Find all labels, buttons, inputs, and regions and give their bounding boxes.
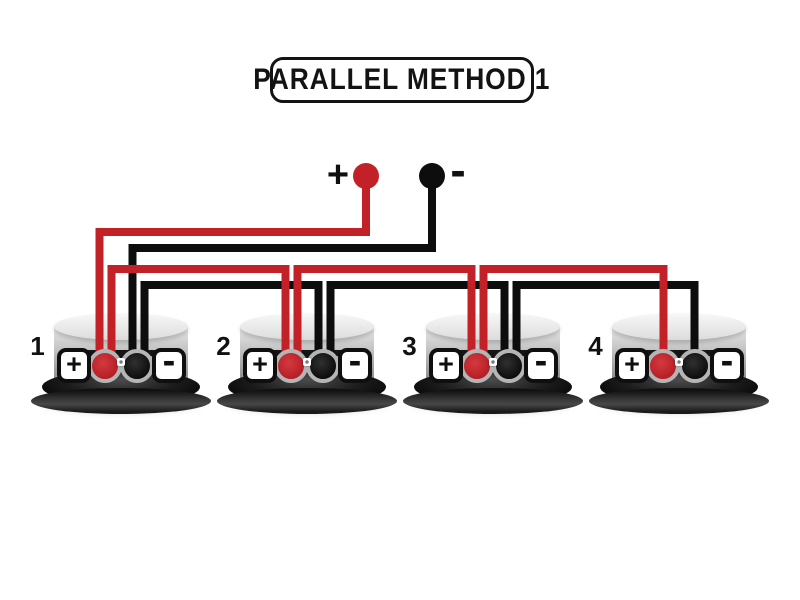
speaker-2-number: 2 — [216, 331, 231, 361]
speaker-3-number: 3 — [402, 331, 417, 361]
speaker-4-negative-terminal — [678, 349, 712, 383]
speaker-1-number: 1 — [30, 331, 45, 361]
amp-positive-label: + — [326, 154, 350, 196]
negative-label: - — [162, 340, 176, 382]
speaker-3-positive-terminal — [460, 349, 494, 383]
speaker-rim — [31, 388, 211, 414]
wire-speaker1-negative-to-speaker2-negative — [140, 281, 323, 366]
amp-positive-terminal-dot — [353, 163, 379, 189]
speaker-2-negative-label-box: - — [338, 340, 372, 383]
speaker-magnet-top — [54, 313, 188, 340]
speaker-3-negative-label-box: - — [524, 340, 558, 383]
speaker-1: 1 + - — [26, 300, 216, 425]
speaker-rim — [403, 388, 583, 414]
speaker-rim — [589, 388, 769, 414]
speaker-3-positive-label-box: + — [429, 348, 463, 383]
page-title: PARALLEL METHOD 1 — [253, 63, 551, 96]
speaker-magnet-top — [240, 313, 374, 340]
wire-amp-negative-to-speaker1-negative — [128, 176, 436, 366]
center-pad — [489, 358, 497, 366]
speaker-1-negative-label-box: - — [152, 340, 186, 383]
speaker-4-positive-label-box: + — [615, 348, 649, 383]
speaker-rim — [217, 388, 397, 414]
amp-negative-terminal-dot — [419, 163, 445, 189]
negative-label: - — [720, 340, 734, 382]
negative-label: - — [534, 340, 548, 382]
speaker-3: 3 + - — [398, 300, 588, 425]
positive-label: + — [252, 349, 268, 379]
positive-label: + — [66, 349, 82, 379]
positive-label: + — [624, 349, 640, 379]
speaker-magnet-top — [426, 313, 560, 340]
wire-speaker3-negative-to-speaker4-negative — [512, 281, 699, 366]
wire-speaker1-positive-to-speaker2-positive — [107, 265, 290, 366]
speaker-1-positive-label-box: + — [57, 348, 91, 383]
speaker-2: 2 + - — [212, 300, 402, 425]
negative-label: - — [348, 340, 362, 382]
wire-speaker3-positive-to-speaker4-positive — [479, 265, 668, 366]
speaker-4: 4 + - — [584, 300, 774, 425]
title-box: PARALLEL METHOD 1 — [253, 57, 550, 103]
speaker-4-positive-terminal — [646, 349, 680, 383]
wire-speaker2-positive-to-speaker3-positive — [293, 265, 476, 366]
speaker-4-number: 4 — [588, 331, 603, 361]
wire-amp-positive-to-speaker1-positive — [95, 176, 370, 366]
amp-negative-label: - — [450, 144, 466, 196]
speaker-2-positive-terminal — [274, 349, 308, 383]
speaker-magnet-top — [612, 313, 746, 340]
speaker-1-negative-terminal — [120, 349, 154, 383]
speaker-2-negative-terminal — [306, 349, 340, 383]
center-pad — [117, 358, 125, 366]
positive-label: + — [438, 349, 454, 379]
speaker-4-negative-label-box: - — [710, 340, 744, 383]
speaker-1-positive-terminal — [88, 349, 122, 383]
center-pad — [675, 358, 683, 366]
center-pad — [303, 358, 311, 366]
speaker-2-positive-label-box: + — [243, 348, 277, 383]
wire-speaker2-negative-to-speaker3-negative — [326, 281, 509, 366]
speaker-3-negative-terminal — [492, 349, 526, 383]
